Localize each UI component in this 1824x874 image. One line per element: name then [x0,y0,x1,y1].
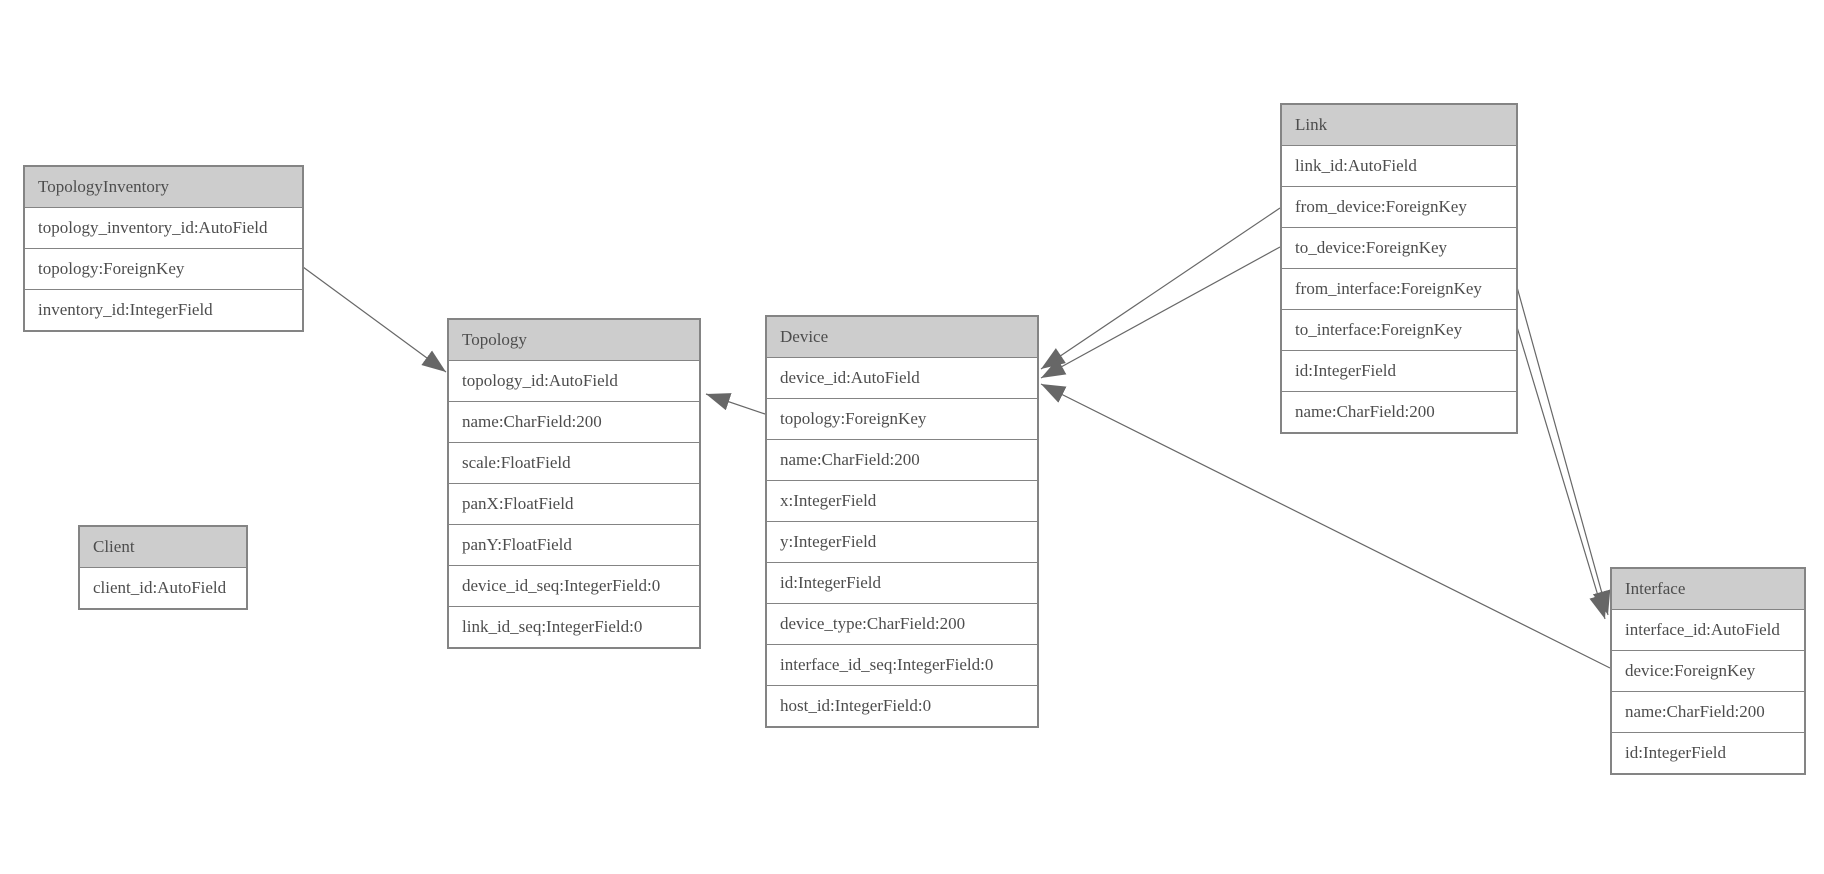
table-header: Client [80,527,246,568]
table-row: topology_inventory_id:AutoField [25,208,302,249]
table-row: client_id:AutoField [80,568,246,608]
table-interface: Interface interface_id:AutoField device:… [1610,567,1806,775]
table-row: device_type:CharField:200 [767,604,1037,645]
table-header: TopologyInventory [25,167,302,208]
table-row: x:IntegerField [767,481,1037,522]
table-row: to_interface:ForeignKey [1282,310,1516,351]
table-row: topology_id:AutoField [449,361,699,402]
table-row: topology:ForeignKey [767,399,1037,440]
table-row: interface_id_seq:IntegerField:0 [767,645,1037,686]
relation-topologyinventory-topology [302,266,447,373]
relation-interface-device [1040,383,1611,669]
table-row: interface_id:AutoField [1612,610,1804,651]
table-row: link_id:AutoField [1282,146,1516,187]
table-row: id:IntegerField [1282,351,1516,392]
table-row: id:IntegerField [1612,733,1804,773]
table-row: from_interface:ForeignKey [1282,269,1516,310]
table-row: y:IntegerField [767,522,1037,563]
table-row: scale:FloatField [449,443,699,484]
relation-link-todevice-device [1040,246,1281,379]
table-row: device_id_seq:IntegerField:0 [449,566,699,607]
table-row: from_device:ForeignKey [1282,187,1516,228]
table-row: name:CharField:200 [1282,392,1516,432]
table-row: link_id_seq:IntegerField:0 [449,607,699,647]
table-row: panY:FloatField [449,525,699,566]
table-device: Device device_id:AutoField topology:Fore… [765,315,1039,728]
table-link: Link link_id:AutoField from_device:Forei… [1280,103,1518,434]
relation-link-fromdevice-device [1040,207,1281,370]
table-row: host_id:IntegerField:0 [767,686,1037,726]
table-client: Client client_id:AutoField [78,525,248,610]
table-row: panX:FloatField [449,484,699,525]
table-row: name:CharField:200 [767,440,1037,481]
table-row: device:ForeignKey [1612,651,1804,692]
relation-device-topology [705,393,766,415]
table-row: name:CharField:200 [449,402,699,443]
table-row: device_id:AutoField [767,358,1037,399]
table-header: Device [767,317,1037,358]
table-row: topology:ForeignKey [25,249,302,290]
table-topologyinventory: TopologyInventory topology_inventory_id:… [23,165,304,332]
relation-link-frominterface-interface [1516,286,1611,616]
table-topology: Topology topology_id:AutoField name:Char… [447,318,701,649]
table-row: name:CharField:200 [1612,692,1804,733]
table-header: Interface [1612,569,1804,610]
table-header: Topology [449,320,699,361]
table-row: inventory_id:IntegerField [25,290,302,330]
table-header: Link [1282,105,1516,146]
table-row: id:IntegerField [767,563,1037,604]
relation-link-tointerface-interface [1516,326,1607,620]
table-row: to_device:ForeignKey [1282,228,1516,269]
